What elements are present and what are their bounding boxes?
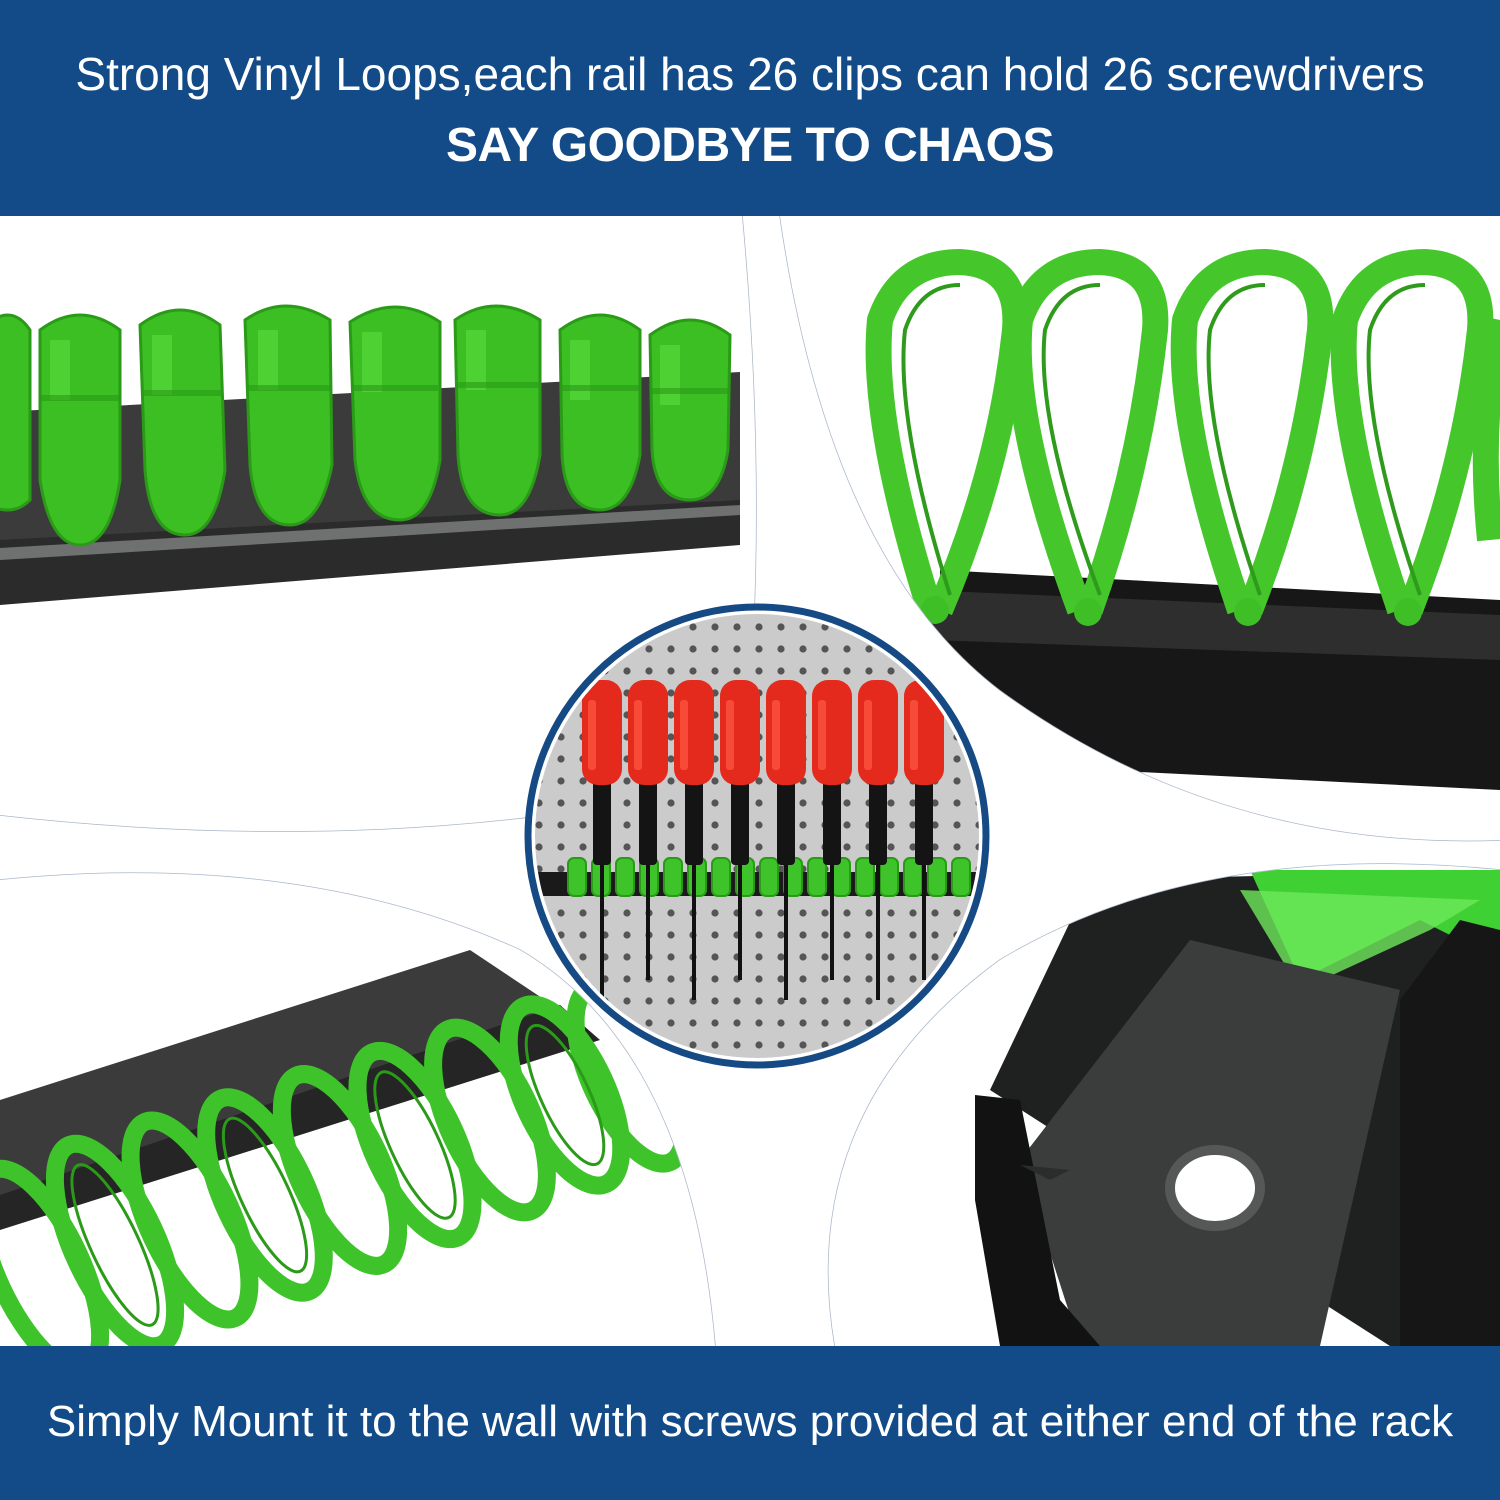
footer-text: Simply Mount it to the wall with screws … — [46, 1397, 1454, 1446]
screwdriver — [674, 680, 714, 1000]
clip — [759, 857, 779, 897]
subhead: SAY GOODBYE TO CHAOS — [446, 119, 1054, 172]
clip — [855, 857, 875, 897]
center-screwdrivers-on-pegboard — [524, 603, 990, 1069]
bottom-banner: Simply Mount it to the wall with screws … — [0, 1346, 1500, 1500]
clip — [615, 857, 635, 897]
clip — [567, 857, 587, 897]
clip — [951, 857, 971, 897]
clip — [807, 857, 827, 897]
clip — [711, 857, 731, 897]
screwdriver — [628, 680, 668, 980]
clip — [927, 857, 947, 897]
screwdriver — [720, 680, 760, 980]
screwdriver — [858, 680, 898, 1000]
top-left-loops-closeup — [0, 216, 756, 832]
top-banner: Strong Vinyl Loops,each rail has 26 clip… — [0, 0, 1500, 216]
headline: Strong Vinyl Loops,each rail has 26 clip… — [75, 48, 1425, 100]
screwdriver-group — [567, 680, 971, 1000]
product-collage — [0, 216, 1500, 1346]
screwdriver — [812, 680, 852, 980]
screwdriver — [904, 680, 944, 980]
clip — [663, 857, 683, 897]
screwdriver — [582, 680, 622, 1000]
screwdriver — [766, 680, 806, 1000]
